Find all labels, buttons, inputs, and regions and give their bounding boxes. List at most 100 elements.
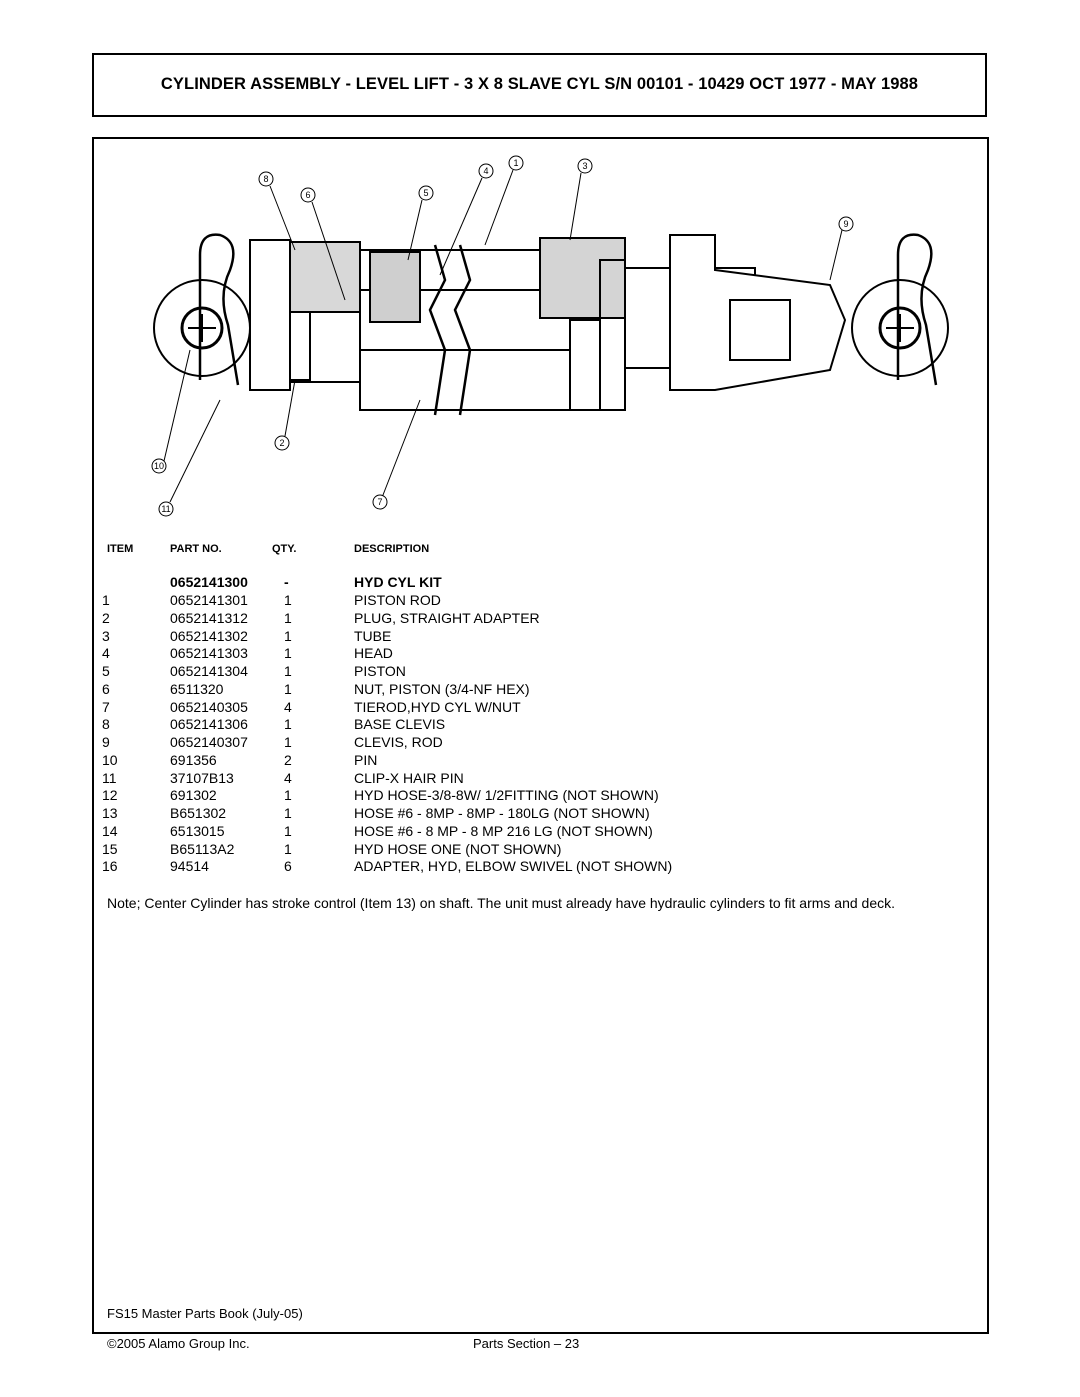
cell-part: 0652141302 (170, 627, 248, 644)
footer-section: Parts Section – 23 (473, 1336, 580, 1351)
cell-qty: 6 (284, 858, 292, 875)
callout-7: 7 (372, 399, 421, 510)
kit-qty: - (284, 574, 289, 590)
cell-qty: 1 (284, 645, 292, 662)
cell-part: 94514 (170, 858, 209, 875)
svg-text:5: 5 (423, 188, 428, 198)
cell-item: 4 (102, 645, 110, 662)
kit-desc: HYD CYL KIT (354, 574, 442, 590)
cell-item: 16 (102, 858, 118, 875)
header-qty: QTY. (272, 543, 297, 555)
cell-part: 0652141306 (170, 716, 248, 733)
cell-qty: 4 (284, 769, 292, 786)
cell-part: 691302 (170, 787, 217, 804)
base-clevis (249, 239, 291, 391)
footer-copyright: ©2005 Alamo Group Inc. (107, 1336, 250, 1351)
cell-qty: 1 (284, 805, 292, 821)
callout-4: 4 (439, 163, 494, 276)
svg-text:10: 10 (154, 461, 164, 471)
cell-item: 3 (102, 627, 110, 644)
content-frame (92, 137, 989, 1334)
cell-item: 1 (102, 592, 110, 608)
cell-part: 0652141304 (170, 663, 248, 679)
svg-text:9: 9 (843, 219, 848, 229)
cell-qty: 1 (284, 787, 292, 804)
cell-qty: 1 (284, 680, 292, 697)
cell-part: 0652141303 (170, 645, 248, 662)
cell-desc: BASE CLEVIS (354, 716, 446, 733)
cell-item: 7 (102, 698, 110, 715)
cell-qty: 1 (284, 609, 292, 626)
cylinder-head (289, 241, 361, 313)
callout-9: 9 (829, 216, 854, 281)
cell-qty: 1 (284, 716, 292, 733)
cell-desc: HEAD (354, 645, 393, 662)
cell-part: 37107B13 (170, 769, 234, 786)
cell-qty: 1 (284, 663, 292, 679)
cell-item: 8 (102, 716, 110, 733)
hair-pin-right (896, 233, 938, 386)
pin-right (878, 306, 922, 350)
cell-part: 0652141312 (170, 609, 248, 626)
table-row: 8 0652141306 1 BASE CLEVIS (0, 716, 1080, 734)
table-row: 16 94514 6 ADAPTER, HYD, ELBOW SWIVEL (NOT … (0, 858, 1080, 876)
table-row: 2 0652141312 1 PLUG, STRAIGHT ADAPTER (0, 610, 1080, 628)
callout-5: 5 (407, 185, 434, 261)
kit-row: 0652141300 - HYD CYL KIT (0, 574, 1080, 592)
svg-text:3: 3 (582, 161, 587, 171)
cell-item: 13 (102, 805, 118, 821)
cell-item: 6 (102, 680, 110, 697)
cell-qty: 1 (284, 627, 292, 644)
callout-1: 1 (484, 155, 524, 246)
callout-3: 3 (569, 158, 593, 241)
svg-text:7: 7 (377, 497, 382, 507)
cell-desc: HYD HOSE ONE (NOT SHOWN) (354, 840, 562, 857)
cell-desc: TIEROD,HYD CYL W/NUT (354, 698, 521, 715)
svg-text:11: 11 (161, 504, 170, 514)
pin-left (180, 306, 224, 350)
svg-text:1: 1 (513, 158, 518, 168)
cell-desc: ADAPTER, HYD, ELBOW SWIVEL (NOT SHOWN) (354, 858, 673, 875)
table-row: 4 0652141303 1 HEAD (0, 645, 1080, 663)
cell-item: 5 (102, 663, 110, 679)
cell-desc: HOSE #6 - 8 MP - 8 MP 216 LG (NOT SHOWN) (354, 822, 653, 839)
callout-6: 6 (300, 187, 346, 301)
cell-desc: PIN (354, 751, 378, 768)
cylinder-diagram: 8 6 5 4 1 3 9 2 10 7 11 (151, 155, 949, 517)
footer-book: FS15 Master Parts Book (July-05) (107, 1306, 303, 1321)
cell-item: 12 (102, 787, 118, 804)
cell-part: 0652141301 (170, 592, 248, 608)
cell-qty: 1 (284, 592, 292, 608)
cell-item: 2 (102, 609, 110, 626)
callout-10: 10 (151, 349, 191, 474)
rod-head (539, 237, 626, 319)
cell-item: 9 (102, 734, 110, 750)
svg-text:4: 4 (483, 166, 488, 176)
callout-2: 2 (274, 379, 296, 451)
cell-desc: PLUG, STRAIGHT ADAPTER (354, 609, 540, 626)
cell-part: 6511320 (170, 680, 224, 697)
header-description: DESCRIPTION (354, 543, 430, 555)
cell-item: 11 (102, 769, 117, 786)
cell-item: 14 (102, 822, 118, 839)
note-text: Note; Center Cylinder has stroke control… (107, 895, 895, 911)
piston (369, 251, 421, 323)
hair-pin-left (198, 233, 240, 386)
svg-text:6: 6 (305, 190, 310, 200)
cell-part: 0652140307 (170, 734, 248, 750)
cell-part: 6513015 (170, 822, 225, 839)
title-box: CYLINDER ASSEMBLY - LEVEL LIFT - 3 X 8 S… (92, 53, 987, 117)
cell-desc: HOSE #6 - 8MP - 8MP - 180LG (NOT SHOWN) (354, 805, 650, 821)
cell-part: 691356 (170, 751, 217, 768)
cell-qty: 2 (284, 751, 292, 768)
header-item: ITEM (107, 543, 134, 555)
